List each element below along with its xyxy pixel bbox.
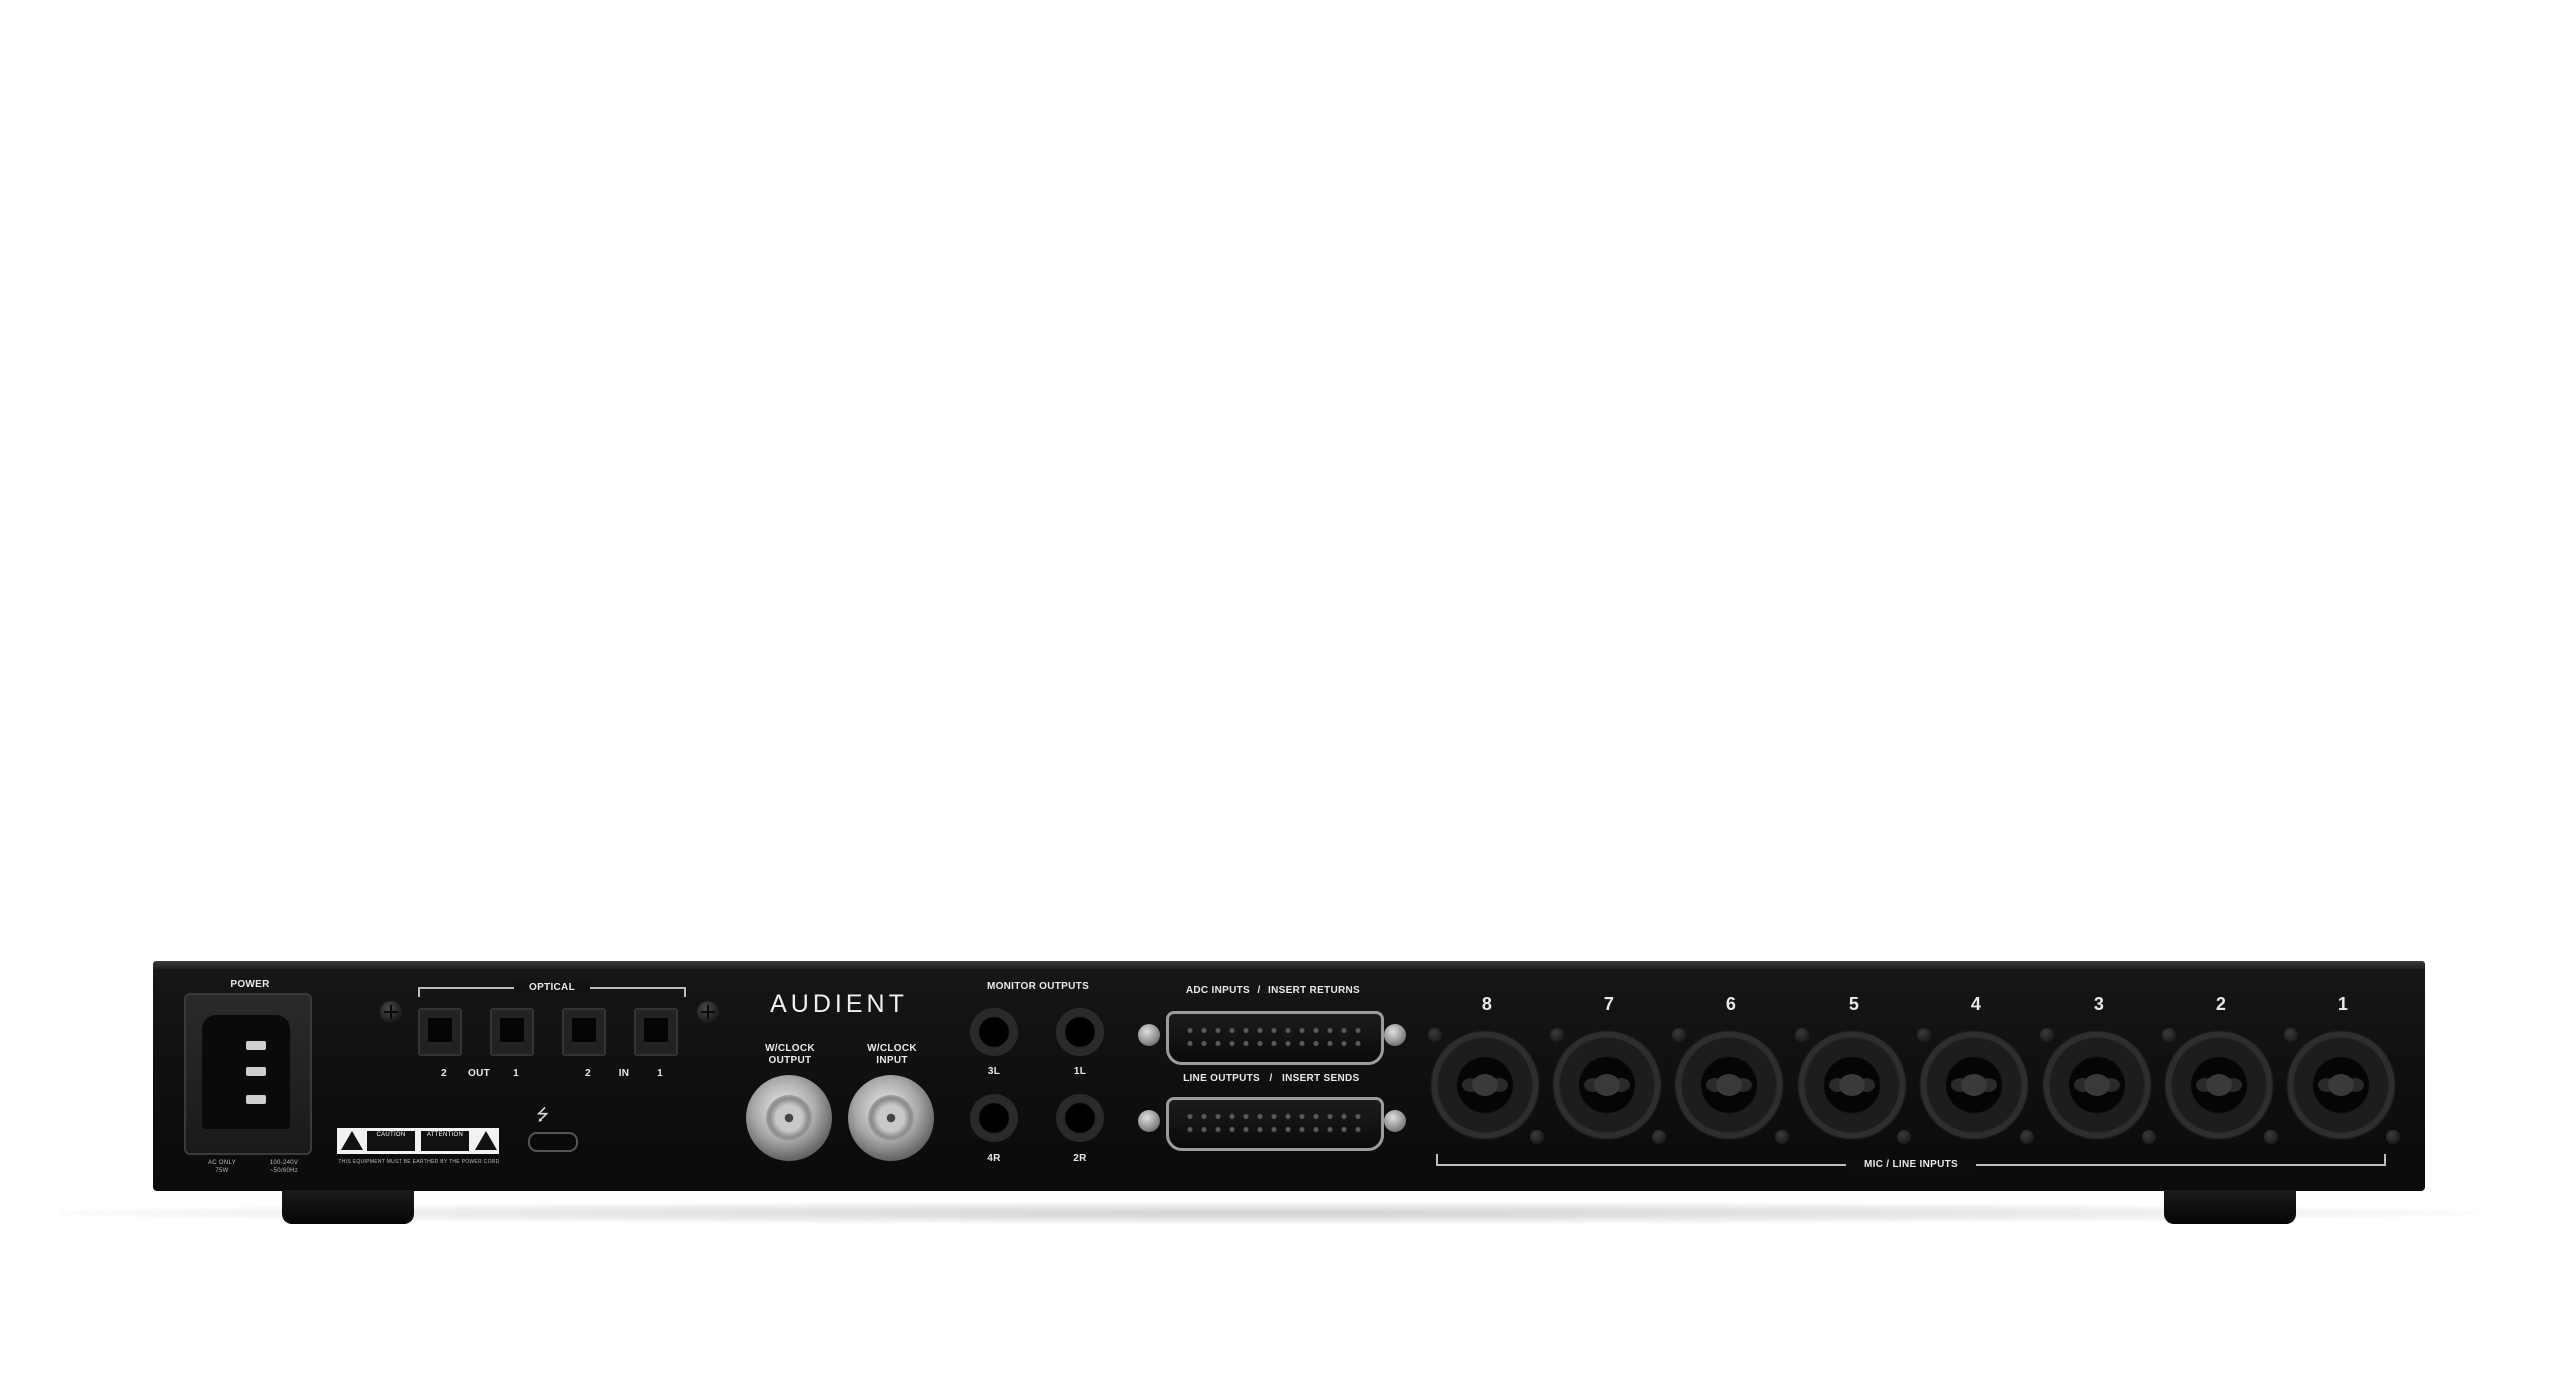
mic-line-input-3-combo-jack[interactable] xyxy=(2042,1030,2152,1140)
monitor-output-2r-jack[interactable] xyxy=(1056,1094,1104,1142)
xlr-screw xyxy=(1530,1130,1544,1144)
optical-label-in-1: 1 xyxy=(657,1068,663,1079)
optical-label-in-2: 2 xyxy=(585,1068,591,1079)
mic-inputs-bracket-right xyxy=(2384,1154,2386,1166)
monitor-label-2r: 2R xyxy=(1073,1153,1087,1164)
power-spec-left-2: 75W xyxy=(215,1168,229,1174)
adc-inputs-label: ADC INPUTS xyxy=(1185,985,1250,996)
optical-label-out: OUT xyxy=(467,1068,490,1079)
wclock-input-label-1: W/CLOCK xyxy=(867,1043,917,1054)
mic-inputs-bracket-left xyxy=(1436,1154,1438,1166)
mic-line-input-6-combo-jack[interactable] xyxy=(1674,1030,1784,1140)
mic-line-input-2-combo-jack[interactable] xyxy=(2164,1030,2274,1140)
optical-in-1-port[interactable] xyxy=(634,1008,678,1056)
power-spec-right-1: 100-240V xyxy=(269,1160,299,1166)
optical-label-in: IN xyxy=(618,1068,630,1079)
wclock-output-label-2: OUTPUT xyxy=(768,1055,812,1066)
monitor-label-1l: 1L xyxy=(1073,1066,1087,1077)
optical-bracket-left xyxy=(418,987,420,997)
xlr-screw xyxy=(2020,1130,2034,1144)
xlr-screw xyxy=(2264,1130,2278,1144)
xlr-screw xyxy=(2386,1130,2400,1144)
optical-title: OPTICAL xyxy=(514,982,590,993)
mic-line-input-5-combo-jack[interactable] xyxy=(1797,1030,1907,1140)
mic-input-number-2: 2 xyxy=(2215,994,2227,1014)
optical-bracket-right xyxy=(684,987,686,997)
caution-text: CAUTION xyxy=(376,1132,406,1138)
monitor-label-3l: 3L xyxy=(987,1066,1001,1077)
wclock-output-label-1: W/CLOCK xyxy=(765,1043,815,1054)
mic-input-number-4: 4 xyxy=(1970,994,1982,1014)
monitor-outputs-title: MONITOR OUTPUTS xyxy=(986,981,1090,992)
mic-line-inputs-label: MIC / LINE INPUTS xyxy=(1846,1159,1976,1170)
xlr-screw xyxy=(1428,1028,1442,1042)
warning-label: CAUTION ATTENTION xyxy=(337,1128,499,1154)
monitor-output-3l-jack[interactable] xyxy=(970,1008,1018,1056)
brand-logo: AUDIENT xyxy=(770,990,908,1018)
xlr-screw xyxy=(2284,1028,2298,1042)
dsub-top-screw-right xyxy=(1384,1024,1406,1046)
mic-line-input-8-combo-jack[interactable] xyxy=(1430,1030,1540,1140)
xlr-screw xyxy=(1550,1028,1564,1042)
xlr-screw xyxy=(1917,1028,1931,1042)
mic-line-input-4-combo-jack[interactable] xyxy=(1919,1030,2029,1140)
right-foot xyxy=(2164,1190,2296,1224)
wclock-input-label-2: INPUT xyxy=(876,1055,908,1066)
mic-input-number-6: 6 xyxy=(1725,994,1737,1014)
dsub-bottom-separator: / xyxy=(1269,1073,1273,1084)
optical-label-out-1: 1 xyxy=(513,1068,519,1079)
wordclock-input-bnc[interactable] xyxy=(848,1075,934,1161)
dsub-bottom-screw-left xyxy=(1138,1110,1160,1132)
wordclock-output-bnc[interactable] xyxy=(746,1075,832,1161)
line-outputs-dsub-connector[interactable] xyxy=(1166,1097,1384,1151)
monitor-label-4r: 4R xyxy=(987,1153,1001,1164)
mic-input-number-3: 3 xyxy=(2093,994,2105,1014)
optical-out-2-port[interactable] xyxy=(418,1008,462,1056)
mic-line-input-1-combo-jack[interactable] xyxy=(2286,1030,2396,1140)
xlr-screw xyxy=(1795,1028,1809,1042)
adc-inputs-dsub-connector[interactable] xyxy=(1166,1011,1384,1065)
insert-sends-label: INSERT SENDS xyxy=(1282,1073,1360,1084)
device-shadow xyxy=(60,1202,2480,1224)
optical-out-1-port[interactable] xyxy=(490,1008,534,1056)
mic-input-number-5: 5 xyxy=(1848,994,1860,1014)
dsub-bottom-screw-right xyxy=(1384,1110,1406,1132)
left-foot xyxy=(282,1190,414,1224)
optical-label-out-2: 2 xyxy=(441,1068,447,1079)
dsub-top-screw-left xyxy=(1138,1024,1160,1046)
monitor-output-4r-jack[interactable] xyxy=(970,1094,1018,1142)
power-label: POWER xyxy=(230,979,270,990)
power-inlet[interactable] xyxy=(184,993,312,1155)
chassis-top-lip xyxy=(153,961,2425,972)
chassis-screw-left xyxy=(380,1001,402,1023)
xlr-screw xyxy=(1775,1130,1789,1144)
chassis-screw-right xyxy=(697,1001,719,1023)
optical-in-2-port[interactable] xyxy=(562,1008,606,1056)
xlr-screw xyxy=(2040,1028,2054,1042)
insert-returns-label: INSERT RETURNS xyxy=(1268,985,1360,996)
usb-c-port[interactable] xyxy=(528,1132,578,1152)
mic-input-number-8: 8 xyxy=(1481,994,1493,1014)
monitor-output-1l-jack[interactable] xyxy=(1056,1008,1104,1056)
xlr-screw xyxy=(1672,1028,1686,1042)
line-outputs-label: LINE OUTPUTS xyxy=(1183,1073,1260,1084)
earth-warning-text: THIS EQUIPMENT MUST BE EARTHED BY THE PO… xyxy=(338,1159,500,1165)
warning-triangle-icon xyxy=(341,1131,363,1150)
usb-icon: ⭍ xyxy=(536,1107,550,1124)
power-spec-right-2: ~50/60Hz xyxy=(269,1168,299,1174)
xlr-screw xyxy=(1897,1130,1911,1144)
xlr-screw xyxy=(2142,1130,2156,1144)
dsub-top-separator: / xyxy=(1257,985,1261,996)
power-spec-left-1: AC ONLY xyxy=(208,1160,236,1166)
attention-text: ATTENTION xyxy=(426,1132,464,1138)
warning-triangle-icon xyxy=(475,1131,497,1150)
xlr-screw xyxy=(2162,1028,2176,1042)
xlr-screw xyxy=(1652,1130,1666,1144)
mic-input-number-7: 7 xyxy=(1603,994,1615,1014)
mic-line-input-7-combo-jack[interactable] xyxy=(1552,1030,1662,1140)
mic-input-number-1: 1 xyxy=(2337,994,2349,1014)
